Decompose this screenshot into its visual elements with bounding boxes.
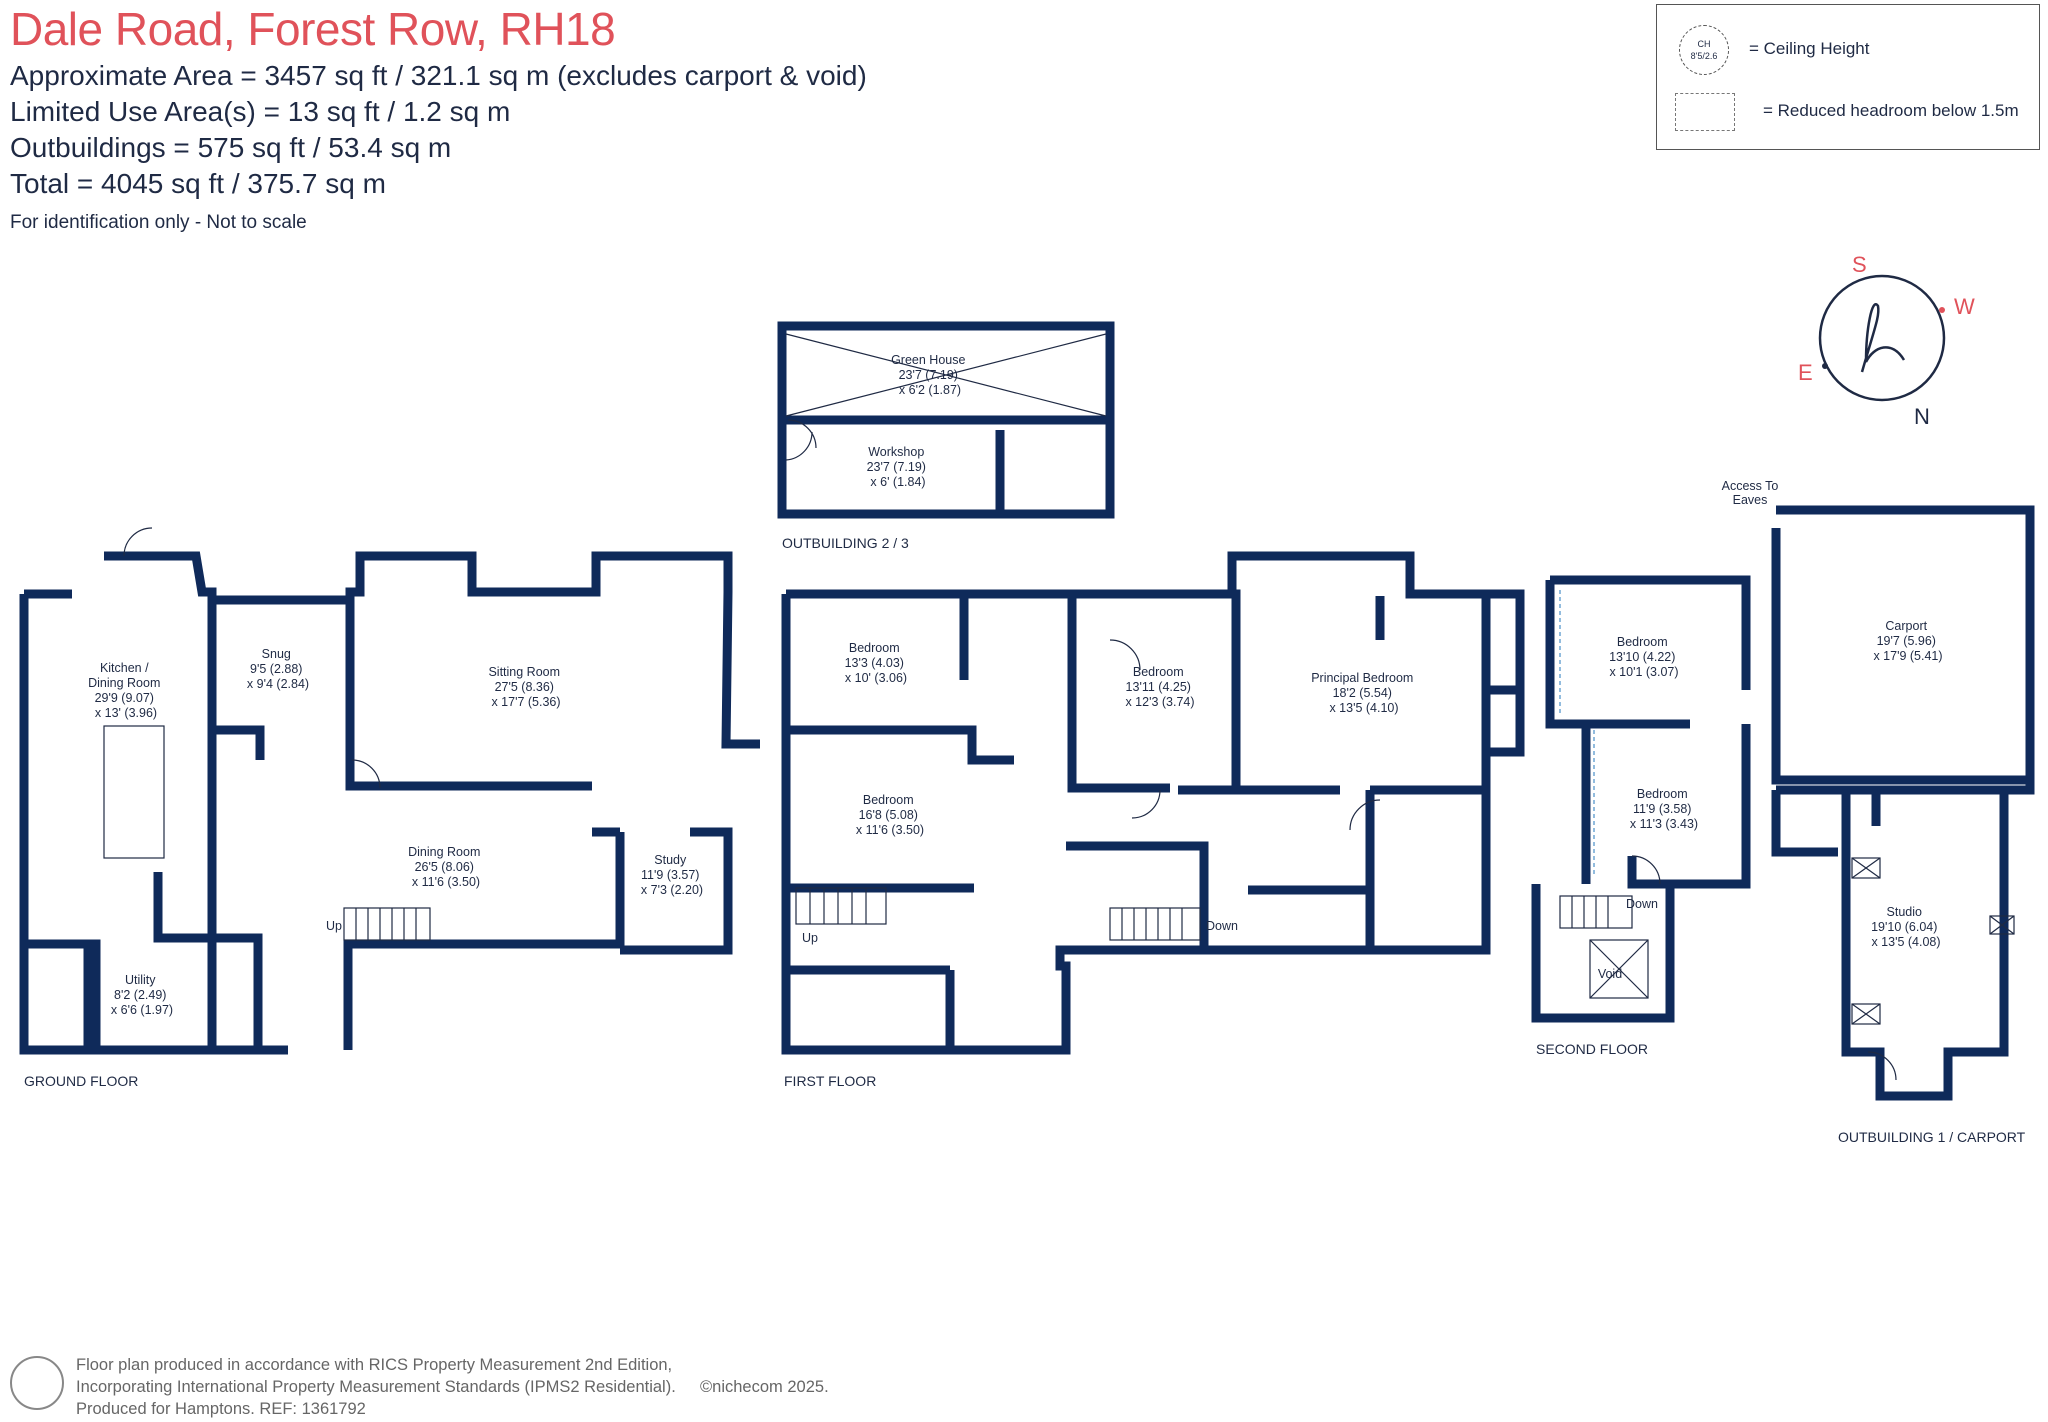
stairs-down-first: Down: [1206, 919, 1238, 933]
room-kitchen: Kitchen / Dining Room 29'9 (9.07) x 13' …: [88, 661, 164, 720]
access-eaves-line2: Eaves: [1733, 493, 1768, 507]
room-bedroom-3: Bedroom 13'11 (4.25) x 12'3 (3.74): [1125, 665, 1194, 709]
total-area: Total = 4045 sq ft / 375.7 sq m: [10, 168, 386, 199]
second-floor-walls: [1531, 575, 1751, 1023]
room-study: Study 11'9 (3.57) x 7'3 (2.20): [641, 853, 703, 897]
stairs-up-ground: Up: [326, 919, 342, 933]
outbuilding-23-caption: OUTBUILDING 2 / 3: [782, 535, 909, 551]
room-bedroom-4: Bedroom 13'10 (4.22) x 10'1 (3.07): [1609, 635, 1679, 679]
room-snug: Snug 9'5 (2.88) x 9'4 (2.84): [247, 647, 309, 691]
page-title: Dale Road, Forest Row, RH18: [10, 3, 616, 55]
reduced-headroom-swatch-icon: [1675, 93, 1735, 131]
room-bedroom-2: Bedroom 16'8 (5.08) x 11'6 (3.50): [856, 793, 924, 837]
ceiling-badge-line1: CH: [1697, 39, 1711, 49]
room-carport: Carport 19'7 (5.96) x 17'9 (5.41): [1873, 619, 1942, 663]
footer-line-2: Incorporating International Property Mea…: [76, 1378, 676, 1396]
compass-icon: [1818, 274, 1946, 402]
room-studio: Studio 19'10 (6.04) x 13'5 (4.08): [1871, 905, 1941, 949]
stairs-up-first: Up: [802, 931, 818, 945]
first-floor-caption: FIRST FLOOR: [784, 1073, 876, 1089]
room-principal-bedroom: Principal Bedroom 18'2 (5.54) x 13'5 (4.…: [1311, 671, 1417, 715]
room-bedroom-5: Bedroom 11'9 (3.58) x 11'3 (3.43): [1630, 787, 1698, 831]
void-label: Void: [1598, 967, 1622, 981]
stairs-down-second: Down: [1626, 897, 1658, 911]
outbuilding-1-walls: [1771, 505, 2035, 1101]
room-workshop: Workshop 23'7 (7.19) x 6' (1.84): [867, 445, 930, 489]
room-green-house: Green House 23'7 (7.19) x 6'2 (1.87): [891, 353, 969, 397]
access-eaves-line1: Access To: [1722, 479, 1779, 493]
person-icon: [10, 1356, 64, 1410]
limited-use-area: Limited Use Area(s) = 13 sq ft / 1.2 sq …: [10, 96, 511, 127]
compass-south: S: [1852, 252, 1867, 277]
ceiling-height-badge-icon: CH 8'5/2.6: [1679, 25, 1729, 75]
footer-copyright: ©nichecom 2025.: [700, 1378, 829, 1396]
outbuildings-area: Outbuildings = 575 sq ft / 53.4 sq m: [10, 132, 452, 163]
footer-line-1: Floor plan produced in accordance with R…: [76, 1356, 673, 1374]
compass-north: N: [1914, 404, 1930, 429]
room-sitting: Sitting Room 27'5 (8.36) x 17'7 (5.36): [488, 665, 563, 709]
legend-box: CH 8'5/2.6 = Ceiling Height = Reduced he…: [1656, 4, 2040, 150]
ground-floor-caption: GROUND FLOOR: [24, 1073, 138, 1089]
second-floor-caption: SECOND FLOOR: [1536, 1041, 1648, 1057]
compass-east: E: [1798, 360, 1813, 385]
ground-floor-walls: [19, 551, 760, 1055]
scale-note: For identification only - Not to scale: [10, 212, 307, 233]
legend-ceiling-height: = Ceiling Height: [1749, 39, 1870, 58]
first-floor-walls: [781, 551, 1525, 1055]
legend-reduced-headroom: = Reduced headroom below 1.5m: [1763, 101, 2019, 120]
footer-line-3: Produced for Hamptons. REF: 1361792: [76, 1400, 366, 1418]
room-bedroom-1: Bedroom 13'3 (4.03) x 10' (3.06): [845, 641, 908, 685]
outbuilding-1-caption: OUTBUILDING 1 / CARPORT: [1838, 1129, 2026, 1145]
room-dining: Dining Room 26'5 (8.06) x 11'6 (3.50): [408, 845, 484, 889]
room-utility: Utility 8'2 (2.49) x 6'6 (1.97): [111, 973, 173, 1017]
approx-area: Approximate Area = 3457 sq ft / 321.1 sq…: [10, 60, 867, 91]
footer: Floor plan produced in accordance with R…: [76, 1354, 829, 1420]
compass-west: W: [1954, 294, 1975, 319]
outbuilding-23-walls: [777, 321, 1115, 519]
ceiling-badge-line2: 8'5/2.6: [1690, 51, 1718, 61]
